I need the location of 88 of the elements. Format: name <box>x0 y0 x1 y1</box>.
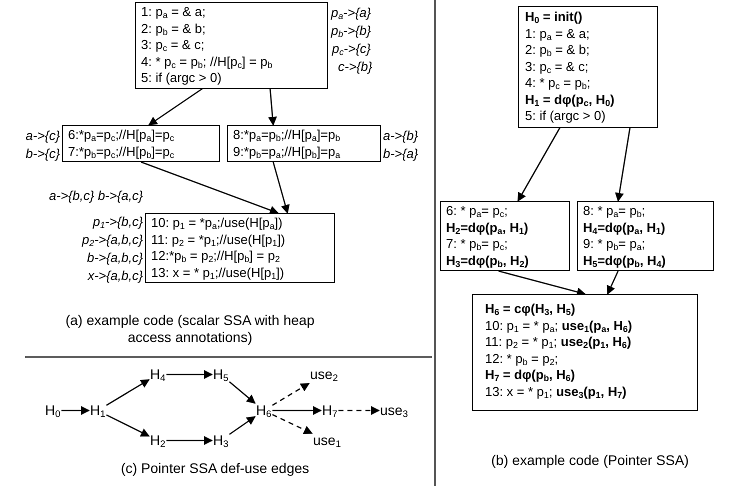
points-to-annotation: b->{c} <box>26 145 60 163</box>
arrow <box>166 436 213 445</box>
code-block <box>62 125 220 162</box>
graph-node-label: use$_{1}$ <box>313 432 341 449</box>
code-line: 10: p$_{1}$ = * p$_{a}$; use$_{1}$(p$_{a}$, H$_{6}$) <box>485 318 634 334</box>
points-to-annotation: p$_{1}$->{b,c} <box>92 213 143 231</box>
points-to-annotation: b->{a} <box>383 145 418 163</box>
code-line: 6: * p$_{a}$= p$_{c}$; <box>446 203 509 220</box>
graph-node-label: use$_{3}$ <box>380 402 408 419</box>
arrow <box>272 382 310 406</box>
graph-node-label: H$_{4}$ <box>150 366 166 383</box>
arrow <box>61 406 90 415</box>
figure-caption: (b) example code (Pointer SSA) <box>490 452 690 469</box>
arrow <box>498 270 586 296</box>
points-to-annotation: x->{a,b,c} <box>88 267 143 285</box>
code-line: 3: p$_{c}$ = & c; <box>525 58 590 75</box>
code-line: 2: p$_{b}$ = & b; <box>525 42 591 58</box>
code-block <box>518 6 658 128</box>
points-to-annotation: a->{c} <box>26 127 60 145</box>
points-to-annotation: p$_{2}$->{a,b,c} <box>82 231 143 249</box>
code-line: 12:*p$_{b}$ = p$_{2}$;//H[p$_{b}$] = p$_{2}$ <box>151 248 281 264</box>
arrow <box>268 88 277 126</box>
code-line: 1: p$_{a}$ = & a; <box>141 4 207 20</box>
points-to-annotation: c->{b} <box>338 58 372 76</box>
code-line: 10: p$_{1}$ = *p$_{a}$;/use(H[p$_{a}$]) <box>151 215 284 232</box>
points-to-annotation: a->{b} <box>383 127 418 145</box>
arrow <box>106 414 150 437</box>
code-line: 5: if (argc > 0) <box>141 70 223 86</box>
code-line: 13: x = * p$_{1}$; use$_{3}$(p$_{1}$, H$_{7}$) <box>485 384 628 400</box>
code-line: 4: * p$_{c}$ = p$_{b}$; <box>525 75 592 92</box>
code-line: H$_{4}$=dφ(p$_{a}$, H$_{1}$) <box>583 220 666 236</box>
code-line: H$_{3}$=dφ(p$_{b}$, H$_{2}$) <box>446 252 530 269</box>
graph-node-label: H$_{3}$ <box>213 432 228 449</box>
code-block <box>472 294 698 411</box>
arrow <box>229 416 256 435</box>
arrow <box>166 370 213 379</box>
graph-node-label: use$_{2}$ <box>310 366 338 383</box>
code-line: 7:*p$_{b}$=p$_{c}$;//H[p$_{b}$]=p$_{c}$ <box>68 144 176 160</box>
arrow <box>140 161 279 214</box>
code-line: 9:*p$_{b}$=p$_{a}$;//H[p$_{b}$]=p$_{a}$ <box>233 144 342 160</box>
code-line: H$_{2}$=dφ(p$_{a}$, H$_{1}$) <box>446 220 530 236</box>
points-to-annotation: p$_{b}$->{b} <box>331 22 371 40</box>
code-line: 8:*p$_{a}$=p$_{b}$;//H[p$_{a}$]=p$_{b}$ <box>233 127 342 144</box>
arrow <box>606 270 619 295</box>
graph-node-label: H$_{6}$ <box>256 402 272 419</box>
graph-node-label: H$_{5}$ <box>213 366 228 383</box>
arrow <box>614 127 631 202</box>
code-line: 1: p$_{a}$ = & a; <box>525 26 591 42</box>
code-line: 12: * p$_{b}$ = p$_{2}$; <box>485 350 560 367</box>
points-to-annotation: a->{b,c} b->{a,c} <box>49 187 143 205</box>
code-block <box>145 213 335 283</box>
points-to-annotation: p$_{c}$->{c} <box>332 40 371 58</box>
code-line: H$_{1}$ = dφ(p$_{c}$, H$_{0}$) <box>525 92 616 108</box>
graph-node-label: H$_{2}$ <box>150 432 166 449</box>
points-to-annotation: p$_{a}$->{a} <box>331 4 371 22</box>
arrow <box>517 127 561 202</box>
code-block <box>227 125 381 162</box>
code-line: 3: p$_{c}$ = & c; <box>141 37 206 54</box>
code-line: 11: p$_{2}$ = * p$_{1}$; use$_{2}$(p$_{1}$, H$_{6}$) <box>485 334 632 350</box>
arrow <box>272 162 290 214</box>
code-block <box>577 201 714 271</box>
code-line: H$_{7}$ = dφ(p$_{b}$, H$_{6}$) <box>485 367 576 384</box>
figure-caption: (c) Pointer SSA def-use edges <box>120 460 310 477</box>
graph-node-label: H$_{1}$ <box>90 402 106 419</box>
points-to-annotation: b->{a,b,c} <box>86 249 143 267</box>
graph-node-label: H$_{0}$ <box>45 402 60 419</box>
code-block <box>135 2 328 88</box>
code-line: H$_{5}$=dφ(p$_{b}$, H$_{4}$) <box>583 252 667 269</box>
code-line: 2: p$_{b}$ = & b; <box>141 20 207 37</box>
arrow <box>148 88 203 126</box>
code-line: H$_{0}$ = init() <box>525 9 584 26</box>
code-line: 9: * p$_{b}$= p$_{a}$; <box>583 236 646 252</box>
arrow <box>228 381 256 404</box>
arrow <box>272 414 313 434</box>
arrow <box>338 406 380 415</box>
code-block <box>440 201 570 271</box>
code-line: H$_{6}$ = cφ(H$_{3}$, H$_{5}$) <box>485 301 576 318</box>
code-line: 5: if (argc > 0) <box>525 108 607 124</box>
code-line: 7: * p$_{b}$= p$_{c}$; <box>446 236 509 252</box>
code-line: 4: * p$_{c}$ = p$_{b}$; //H[p$_{c}$] = p$_{b}$ <box>141 54 274 70</box>
arrow <box>106 379 150 406</box>
code-line: 11: p$_{2}$ = *p$_{1}$;//use(H[p$_{1}$]) <box>151 232 286 248</box>
graph-node-label: H$_{7}$ <box>322 402 338 419</box>
code-line: 6:*p$_{a}$=p$_{c}$;//H[p$_{a}$]=p$_{c}$ <box>68 127 176 144</box>
arrow <box>272 406 322 415</box>
figure-caption: (a) example code (scalar SSA with heap access annotations) <box>64 312 316 346</box>
code-line: 13: x = * p$_{1}$;//use(H[p$_{1}$]) <box>151 264 286 281</box>
code-line: 8: * p$_{a}$= p$_{b}$; <box>583 203 646 220</box>
